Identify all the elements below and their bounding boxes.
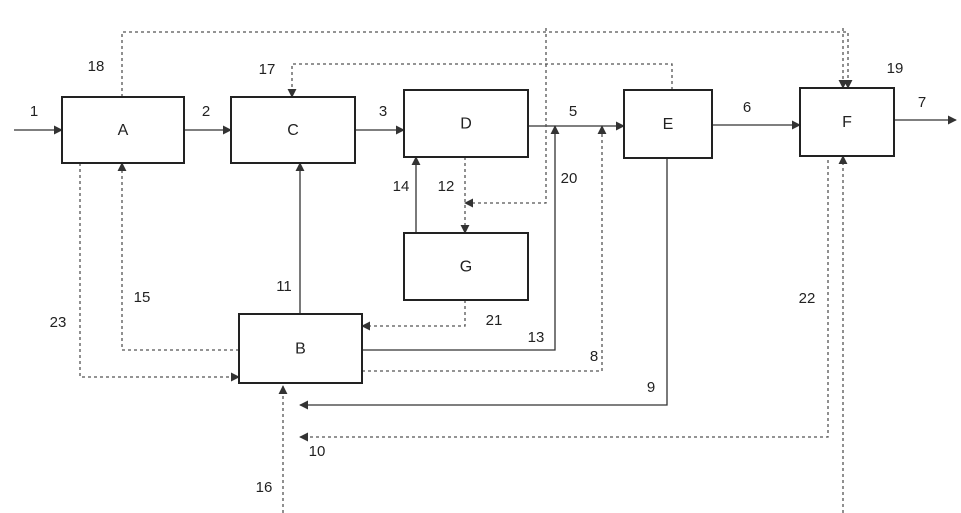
stream-11-label: 11 xyxy=(276,278,292,295)
process-blocks: A C D E F G B xyxy=(62,88,894,383)
stream-18-label: 18 xyxy=(88,58,105,75)
block-c: C xyxy=(231,97,355,163)
stream-9-label: 9 xyxy=(647,379,655,396)
stream-17-label: 17 xyxy=(259,61,276,78)
block-e: E xyxy=(624,90,712,158)
stream-6-label: 6 xyxy=(743,99,751,116)
stream-21-line xyxy=(362,300,465,326)
block-b: B xyxy=(239,314,362,383)
stream-1-label: 1 xyxy=(30,103,38,120)
block-e-label: E xyxy=(663,116,674,133)
stream-23-line xyxy=(80,163,239,377)
stream-19-label: 19 xyxy=(887,60,904,77)
block-f-label: F xyxy=(842,114,852,131)
stream-2-label: 2 xyxy=(202,103,210,120)
stream-16-label: 16 xyxy=(256,479,273,496)
stream-14-label: 14 xyxy=(393,178,410,195)
block-f: F xyxy=(800,88,894,156)
block-g-label: G xyxy=(460,259,472,276)
stream-5-label: 5 xyxy=(569,103,577,120)
block-a: A xyxy=(62,97,184,163)
stream-20-label: 20 xyxy=(561,170,578,187)
stream-10-label: 10 xyxy=(309,443,326,460)
block-d-label: D xyxy=(460,116,472,133)
stream-22-label: 22 xyxy=(799,290,816,307)
stream-7-label: 7 xyxy=(918,94,926,111)
block-d: D xyxy=(404,90,528,157)
stream-8-label: 8 xyxy=(590,348,598,365)
block-c-label: C xyxy=(287,122,299,139)
block-b-label: B xyxy=(295,341,306,358)
block-a-label: A xyxy=(118,122,129,139)
stream-15-label: 15 xyxy=(134,289,151,306)
stream-3-label: 3 xyxy=(379,103,387,120)
stream-13-label: 13 xyxy=(528,329,545,346)
stream-10-line xyxy=(300,160,828,437)
stream-21-label: 21 xyxy=(486,312,503,329)
stream-23-label: 23 xyxy=(50,314,67,331)
block-g: G xyxy=(404,233,528,300)
stream-12-label: 12 xyxy=(438,178,455,195)
stream-15-line xyxy=(122,163,239,350)
